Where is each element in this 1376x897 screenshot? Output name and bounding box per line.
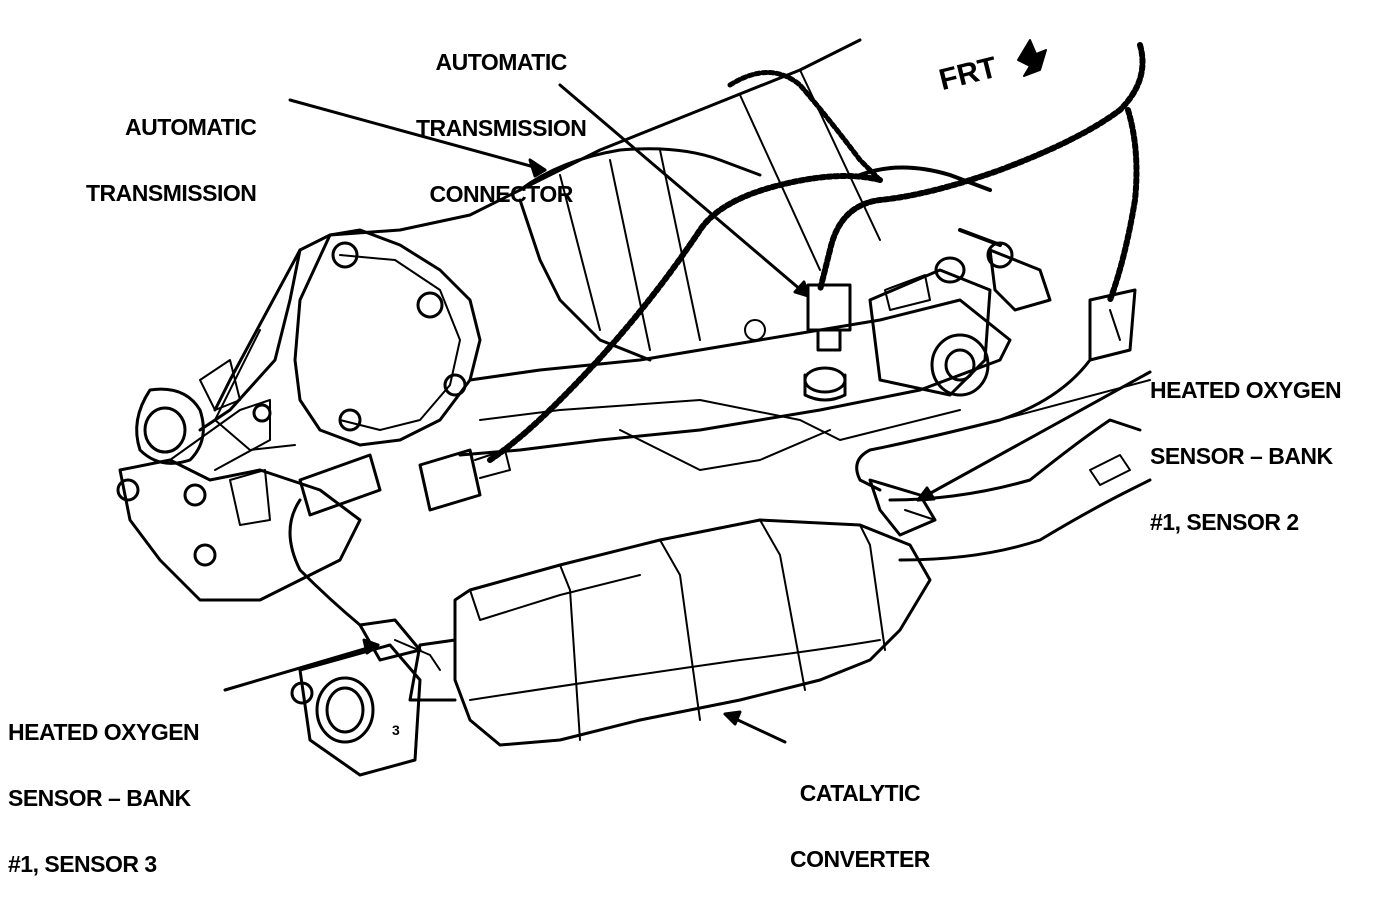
label-line: TRANSMISSION xyxy=(86,180,257,206)
transmission-housing xyxy=(198,38,1012,471)
transfer-actuator xyxy=(744,228,1052,397)
label-heated-oxygen-sensor-2: HEATED OXYGEN SENSOR – BANK #1, SENSOR 2 xyxy=(1150,335,1342,555)
label-line: HEATED OXYGEN xyxy=(8,719,200,745)
leader-lines xyxy=(223,83,1152,744)
label-line: SENSOR – BANK xyxy=(8,785,191,811)
arrowhead-sensor-2 xyxy=(916,486,936,502)
arrowhead-connector xyxy=(793,280,810,298)
label-automatic-transmission-connector: AUTOMATIC TRANSMISSION CONNECTOR xyxy=(416,7,587,227)
flange-number: 3 xyxy=(392,722,400,738)
leader-sensor-2 xyxy=(916,370,1152,502)
arrowhead-transmission xyxy=(528,158,547,178)
label-line: TRANSMISSION xyxy=(416,115,587,141)
leader-connector xyxy=(558,83,810,298)
label-heated-oxygen-sensor-3: HEATED OXYGEN SENSOR – BANK #1, SENSOR 3 xyxy=(8,677,200,897)
label-line: CATALYTIC xyxy=(799,780,921,806)
leader-sensor-3 xyxy=(223,643,380,692)
label-line: CONNECTOR xyxy=(429,181,574,207)
arrowhead-sensor-3 xyxy=(362,638,380,655)
wiring-harness xyxy=(288,42,1146,627)
label-line: CONVERTER xyxy=(790,846,930,872)
label-line: SENSOR – BANK xyxy=(1150,443,1333,469)
label-line: AUTOMATIC xyxy=(435,49,567,75)
label-automatic-transmission: AUTOMATIC TRANSMISSION xyxy=(86,72,257,226)
catalytic-converter-body xyxy=(290,518,932,777)
crossmember-bracket xyxy=(116,359,362,602)
label-line: HEATED OXYGEN xyxy=(1150,377,1342,403)
leader-transmission xyxy=(288,98,547,172)
label-catalytic-converter: CATALYTIC CONVERTER xyxy=(790,738,930,892)
exploded-view-drawing xyxy=(116,38,1152,777)
arrowhead-catalytic xyxy=(723,710,742,726)
label-line: #1, SENSOR 3 xyxy=(8,851,157,877)
label-line: #1, SENSOR 2 xyxy=(1150,509,1299,535)
label-line: AUTOMATIC xyxy=(124,114,257,140)
front-arrow-icon xyxy=(1017,39,1047,77)
